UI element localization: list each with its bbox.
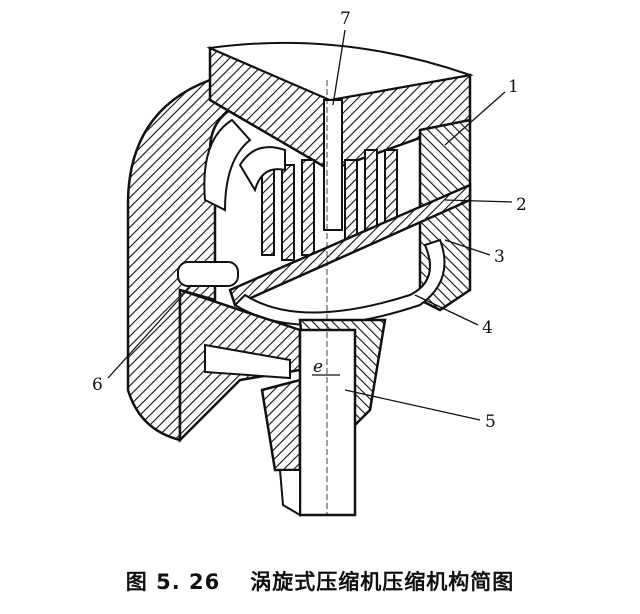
callout-6: 6 bbox=[92, 375, 103, 395]
callout-3: 3 bbox=[494, 247, 505, 267]
inner-ring bbox=[203, 118, 252, 212]
lower-bearing bbox=[260, 378, 302, 472]
callout-5: 5 bbox=[485, 412, 496, 432]
discharge-port bbox=[323, 99, 343, 231]
left-pin bbox=[177, 261, 239, 287]
callout-7: 7 bbox=[340, 9, 351, 29]
orbiting-scroll-plate bbox=[228, 183, 472, 307]
figure-caption: 图 5. 26 涡旋式压缩机压缩机构简图 bbox=[0, 566, 640, 596]
figure-number: 图 5. 26 bbox=[125, 570, 221, 594]
frame-slot bbox=[204, 343, 291, 380]
figure-title: 涡旋式压缩机压缩机构简图 bbox=[250, 570, 515, 594]
callout-1: 1 bbox=[508, 77, 519, 97]
scroll-wraps bbox=[238, 146, 398, 261]
compressor-diagram: e 1 2 3 4 5 6 7 bbox=[92, 9, 527, 517]
callout-4: 4 bbox=[482, 318, 493, 338]
eccentricity-label: e bbox=[313, 357, 323, 377]
callout-2: 2 bbox=[516, 195, 527, 215]
main-shaft bbox=[298, 328, 357, 517]
fixed-scroll-top-face bbox=[206, 41, 474, 102]
